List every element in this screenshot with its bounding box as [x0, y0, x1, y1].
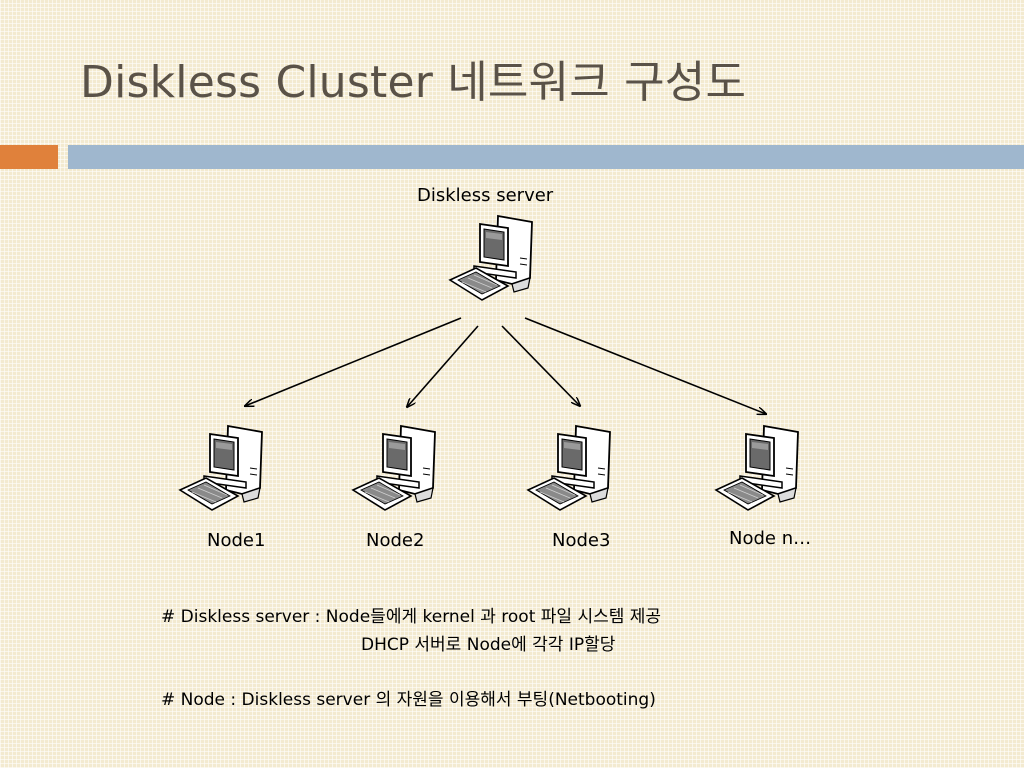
node3-label: Node3 — [552, 530, 611, 551]
node1-computer-icon — [179, 425, 263, 511]
note-node-role: # Node : Diskless server 의 자원을 이용해서 부팅(N… — [161, 690, 656, 710]
accent-bar-orange — [0, 145, 58, 169]
connection-arrow-node3 — [501, 325, 580, 406]
server-computer-icon — [449, 215, 533, 301]
node-n-label: Node n… — [729, 528, 812, 549]
note-dhcp-role: DHCP 서버로 Node에 각각 IP할당 — [361, 635, 616, 655]
server-label: Diskless server — [417, 185, 554, 206]
accent-bar-blue — [68, 145, 1024, 169]
node-n-computer-icon — [715, 425, 799, 511]
slide-title: Diskless Cluster 네트워크 구성도 — [80, 57, 747, 108]
node2-computer-icon — [352, 425, 436, 511]
node3-computer-icon — [527, 425, 611, 511]
node1-label: Node1 — [207, 530, 266, 551]
connection-arrow-node-n — [524, 317, 766, 414]
node2-label: Node2 — [366, 530, 425, 551]
note-server-role: # Diskless server : Node들에게 kernel 과 roo… — [161, 607, 662, 627]
connection-arrow-node2 — [407, 325, 479, 407]
connection-arrow-node1 — [245, 317, 462, 406]
